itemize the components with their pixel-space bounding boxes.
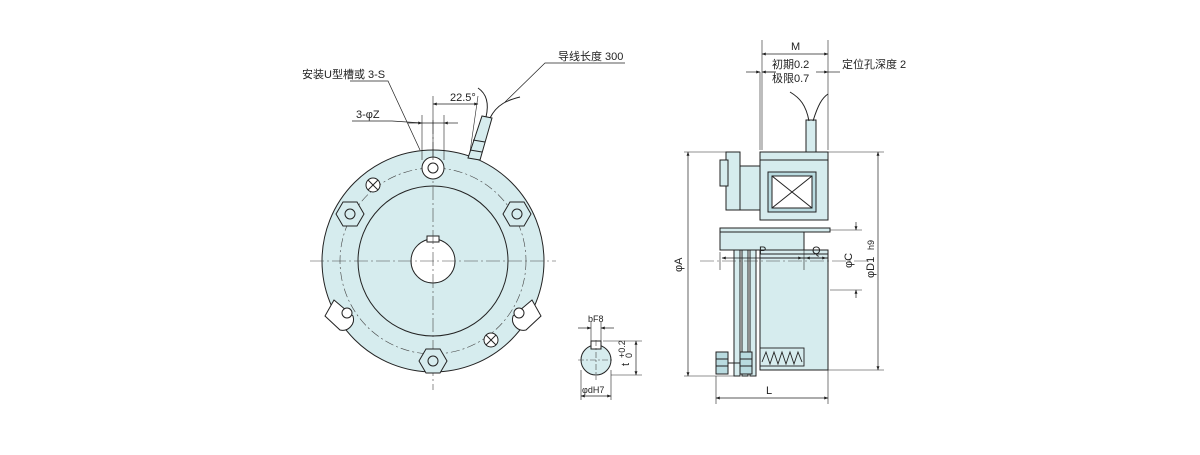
small-hole-lower-right	[483, 332, 499, 348]
friction-disc-1	[733, 249, 741, 377]
key-depth-label: t	[620, 363, 632, 366]
side-view	[684, 40, 884, 404]
hex-screw-bottom	[418, 348, 448, 374]
d1-label: φD1	[865, 257, 877, 278]
key-depth-tol-lower: 0	[624, 353, 634, 358]
u-slot-label: 安装U型槽或 3-S	[302, 67, 385, 81]
main-body	[759, 249, 829, 371]
u-slot-bottom-left	[324, 299, 354, 331]
keyway-view	[578, 322, 642, 400]
side-lead-wire	[789, 91, 829, 153]
lead-wire	[467, 87, 521, 161]
bore-label: φdH7	[582, 385, 604, 395]
front-view	[310, 62, 625, 390]
friction-disc-2	[741, 249, 749, 377]
c-label: φC	[843, 253, 855, 268]
lead-length-label: 导线长度 300	[558, 49, 623, 63]
small-hole-upper-left	[365, 177, 381, 193]
d1-tol-label: h9	[866, 240, 876, 250]
m-label: M	[791, 41, 800, 53]
friction-disc-3	[749, 249, 757, 377]
hex-screw-left	[335, 201, 365, 227]
hole-label: 3-φZ	[356, 109, 380, 121]
key-depth-tol-upper: +0.2	[617, 340, 627, 358]
angle-label: 22.5°	[450, 92, 476, 104]
p-label: P	[759, 245, 766, 257]
l-label: L	[766, 385, 772, 397]
hex-screw-right	[502, 201, 532, 227]
a-label: φA	[673, 257, 685, 272]
limit-gap-label: 极限0.7	[772, 71, 809, 85]
u-slot-bottom-right	[512, 299, 542, 331]
initial-gap-label: 初期0.2	[772, 57, 809, 71]
bolt-head-left	[715, 351, 729, 375]
spring	[759, 347, 805, 367]
key-width-label: bF8	[588, 314, 604, 324]
locating-hole-label: 定位孔深度 2	[842, 57, 906, 71]
bolt-head-right	[739, 351, 753, 375]
q-label: Q	[812, 245, 821, 257]
